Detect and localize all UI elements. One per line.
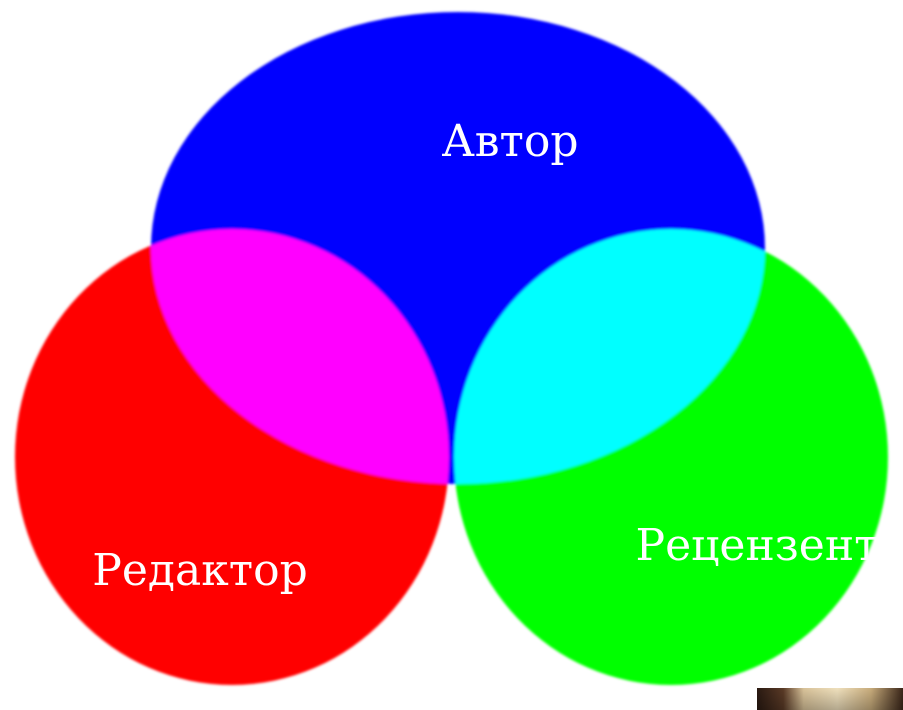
photo-thumbnail-icon (757, 688, 903, 710)
reviewer-label: Рецензент (635, 520, 878, 571)
editor-label: Редактор (92, 545, 307, 596)
author-circle (151, 12, 765, 484)
author-label: Автор (441, 116, 578, 167)
